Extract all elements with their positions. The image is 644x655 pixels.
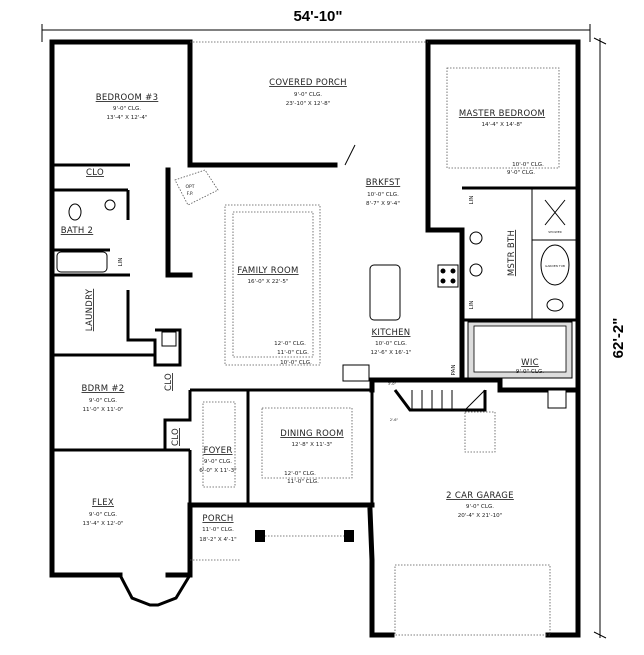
room-name: 2 CAR GARAGE xyxy=(446,491,514,501)
exterior-walls xyxy=(49,39,581,638)
room-mstr-bth: MSTR BTH xyxy=(507,230,517,276)
linen-label: LIN xyxy=(469,196,475,205)
water-heater-icon xyxy=(547,389,567,409)
room-name: COVERED PORCH xyxy=(269,78,347,88)
room-bdrm-2: BDRM #2 9'-0" CLG. 11'-0" X 11'-0" xyxy=(82,384,125,413)
closet-label: CLO xyxy=(86,168,104,178)
fixtures xyxy=(56,67,570,636)
room-master-bedroom: MASTER BEDROOM 14'-4" X 14'-8" 10'-0" CL… xyxy=(459,109,545,176)
room-size: 12'-8" X 11'-3" xyxy=(292,442,333,448)
room-ceiling: 9'-0" CLG. xyxy=(89,512,117,518)
room-size: 20'-4" X 21'-10" xyxy=(458,513,503,519)
room-name: BDRM #2 xyxy=(82,384,125,394)
room-bedroom-3: BEDROOM #3 9'-0" CLG. 13'-4" X 12'-4" xyxy=(96,93,159,121)
room-covered-porch: COVERED PORCH 9'-0" CLG. 23'-10" X 12'-8… xyxy=(269,78,347,107)
room-size: 23'-10" X 12'-8" xyxy=(286,101,331,107)
closet-label: CLO xyxy=(171,428,181,446)
room-bath-2: BATH 2 xyxy=(61,226,93,236)
room-brkfst: BRKFST 10'-0" CLG. 8'-7" X 9'-4" xyxy=(366,178,401,207)
room-name: BEDROOM #3 xyxy=(96,93,159,103)
room-name: FLEX xyxy=(92,498,114,508)
toilet-icon xyxy=(68,203,82,221)
room-size: 8'-7" X 9'-4" xyxy=(366,201,400,207)
closet-label: CLO xyxy=(164,373,174,391)
room-ceiling: 9'-0" CLG. xyxy=(204,459,232,465)
room-flex: FLEX 9'-0" CLG. 13'-4" X 12'-0" xyxy=(83,498,124,527)
room-name: PORCH xyxy=(202,514,233,524)
linen-label: LIN xyxy=(469,301,475,310)
opt-fireplace-label: F.P. xyxy=(187,191,194,197)
room-size: 13'-4" X 12'-0" xyxy=(83,521,124,527)
interior-walls xyxy=(52,162,581,505)
room-ceiling: 12'-0" CLG. xyxy=(274,341,306,347)
room-size: 11'-0" X 11'-0" xyxy=(83,407,124,413)
room-garage: 2 CAR GARAGE 9'-0" CLG. 20'-4" X 21'-10" xyxy=(446,491,514,519)
room-foyer: FOYER 9'-0" CLG. 6'-0" X 11'-3" xyxy=(199,446,237,474)
room-size: 13'-4" X 12'-4" xyxy=(107,115,148,121)
sink-icon xyxy=(104,199,116,211)
room-ceiling: 10'-0" CLG. xyxy=(367,192,399,198)
fireplace-icon xyxy=(161,331,177,347)
room-ceiling: 9'-0" CLG. xyxy=(466,504,494,510)
room-size: 18'-2" X 4'-1" xyxy=(199,537,237,543)
room-dining-room: DINING ROOM 12'-8" X 11'-3" 12'-0" CLG. … xyxy=(280,429,344,485)
room-name: KITCHEN xyxy=(372,328,411,338)
room-ceiling: 9'-0" CLG. xyxy=(294,92,322,98)
room-ceiling: 11'-0" CLG. xyxy=(287,479,319,485)
stove-icon xyxy=(437,264,459,288)
room-size: 14'-4" X 14'-8" xyxy=(482,122,523,128)
garden-tub-label: GARDEN TUB xyxy=(545,264,565,268)
room-name: FAMILY ROOM xyxy=(237,266,298,276)
room-name: BRKFST xyxy=(366,178,401,188)
depth-dimension: 62'-2" xyxy=(593,37,627,639)
stairs xyxy=(411,389,486,411)
room-name: MASTER BEDROOM xyxy=(459,109,545,119)
room-name: DINING ROOM xyxy=(280,429,344,439)
room-name: WIC xyxy=(521,358,539,368)
garden-tub-icon xyxy=(540,244,570,286)
room-ceiling: 12'-0" CLG. xyxy=(284,471,316,477)
sink-icon xyxy=(469,231,483,245)
room-porch: PORCH 11'-0" CLG. 18'-2" X 4'-1" xyxy=(199,514,237,543)
room-size: 16'-0" X 22'-5" xyxy=(248,279,289,285)
room-ceiling: 9'-0" CLG. xyxy=(89,398,117,404)
depth-dimension-label: 62'-2" xyxy=(610,318,627,359)
room-ceiling: 9'-0" CLG. xyxy=(516,369,544,375)
room-ceiling: 10'-0" CLG. xyxy=(512,162,544,168)
shower-label: SHOWER xyxy=(548,230,561,234)
room-ceiling: 11'-0" CLG. xyxy=(202,527,234,533)
kitchen-island xyxy=(369,264,401,321)
room-ceiling: 10'-0" CLG. xyxy=(375,341,407,347)
width-dimension: 54'-10" xyxy=(41,8,591,42)
room-ceiling: 11'-0" CLG. xyxy=(277,350,309,356)
room-name: FOYER xyxy=(203,446,232,456)
width-dimension-label: 54'-10" xyxy=(293,8,342,25)
room-wic: WIC 9'-0" CLG. xyxy=(516,358,544,375)
room-kitchen: KITCHEN 10'-0" CLG. 12'-6" X 16'-1" xyxy=(371,328,412,356)
door-width-label: 2'-6" xyxy=(390,418,399,422)
door-width-label: 3'-0" xyxy=(388,382,397,386)
sink-icon xyxy=(469,263,483,277)
opt-fireplace-label: OPT xyxy=(185,184,194,190)
room-size: 12'-6" X 16'-1" xyxy=(371,350,412,356)
bathtub-icon xyxy=(56,251,108,273)
linen-label: LIN xyxy=(118,258,124,267)
room-size: 6'-0" X 11'-3" xyxy=(199,468,237,474)
toilet-icon xyxy=(546,298,564,312)
pantry-label: PAN xyxy=(451,364,457,375)
room-laundry: LAUNDRY xyxy=(85,288,95,331)
room-ceiling: 10'-0" CLG. xyxy=(280,360,312,366)
room-ceiling: 9'-0" CLG. xyxy=(507,170,535,176)
room-family-room: FAMILY ROOM 16'-0" X 22'-5" 12'-0" CLG. … xyxy=(237,266,312,366)
room-ceiling: 9'-0" CLG. xyxy=(113,106,141,112)
